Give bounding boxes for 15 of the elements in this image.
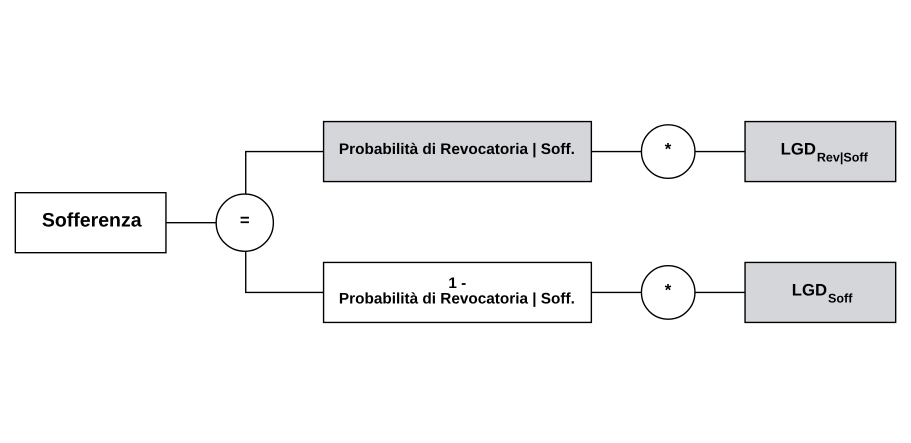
connector	[592, 291, 642, 293]
connector	[245, 250, 324, 293]
node-box: LGD$_{Rev|Soff}$	[744, 120, 896, 182]
connector	[695, 150, 745, 152]
connector	[245, 150, 324, 194]
node-box: 1 - Probabilità di Revocatoria | Soff.	[322, 261, 592, 323]
node-box: Probabilità di Revocatoria | Soff.	[322, 120, 592, 182]
node-box: Sofferenza	[14, 192, 167, 253]
node-circle: *	[640, 264, 696, 320]
node-circle: *	[640, 124, 696, 179]
node-box: LGD$_{Soff}$	[744, 261, 896, 323]
connector	[695, 291, 745, 293]
connector	[592, 150, 642, 152]
connector	[166, 222, 216, 223]
node-circle: =	[215, 192, 274, 252]
